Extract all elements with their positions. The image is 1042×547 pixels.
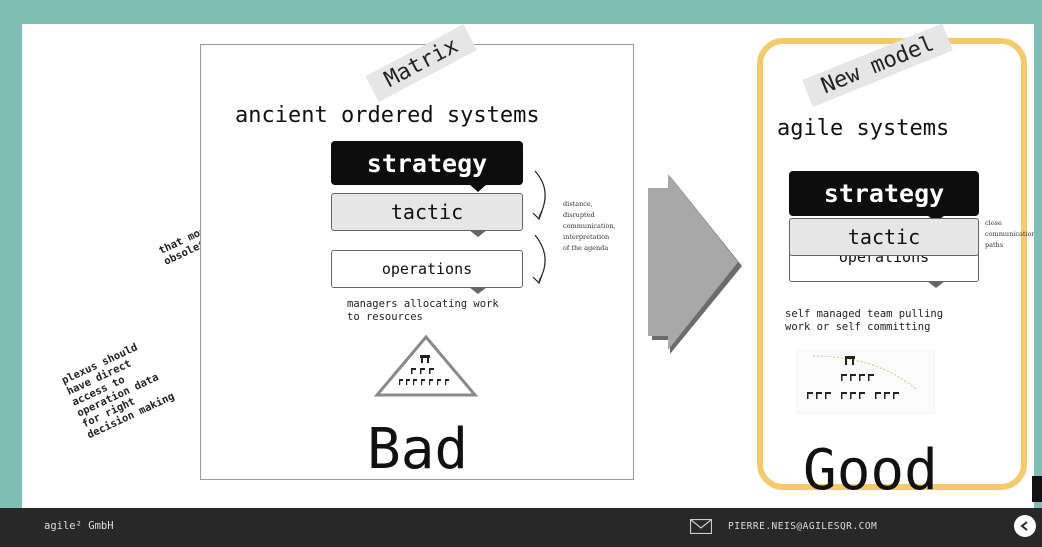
ancient-model-title: ancient ordered systems [235,103,540,128]
operations-tip [469,287,487,294]
agile-model-panel: New model agile systems strategy operati… [757,24,1034,503]
envelope-icon[interactable] [690,519,712,534]
ancient-model-panel: Matrix ancient ordered systems strategy … [200,24,634,482]
strategy-box: strategy [331,141,523,185]
chevron-left-icon [1020,521,1028,531]
agile-operations-tip [927,281,945,288]
transition-arrow-icon [648,174,742,354]
agile-model-title: agile systems [777,116,950,141]
managers-caption: managers allocating work to resources [347,298,499,323]
agile-strategy-box: strategy [789,171,979,216]
bad-verdict: Bad [367,417,469,482]
contact-email[interactable]: PIERRE.NEIS@AGILESQR.COM [728,521,878,532]
tactic-tip [469,230,487,237]
company-name: agile² GmbH [44,520,114,532]
plexus-note: plexus should have direct access to oper… [60,341,177,442]
new-model-tag: New model [802,24,954,107]
operations-box: operations [331,250,523,288]
good-verdict: Good [803,438,938,503]
self-managed-caption: self managed team pulling work or self c… [785,308,944,333]
matrix-tag: Matrix [365,24,478,102]
footer-bar: agile² GmbH PIERRE.NEIS@AGILESQR.COM [0,508,1042,547]
self-managed-team-icon [797,350,935,414]
distance-note: distance, disrupted communication, inter… [563,200,616,252]
strategy-tip [469,184,487,192]
tactic-box: tactic [331,193,523,231]
agile-tactic-box: tactic [789,218,979,256]
hierarchy-triangle-icon [373,334,479,397]
back-button[interactable] [1014,515,1036,537]
slide-edge-marker [1032,476,1042,502]
slide: that model is obsolete plexus should hav… [22,24,1034,508]
close-communication-note: close communication paths [985,219,1034,249]
flow-arrows [532,170,546,285]
